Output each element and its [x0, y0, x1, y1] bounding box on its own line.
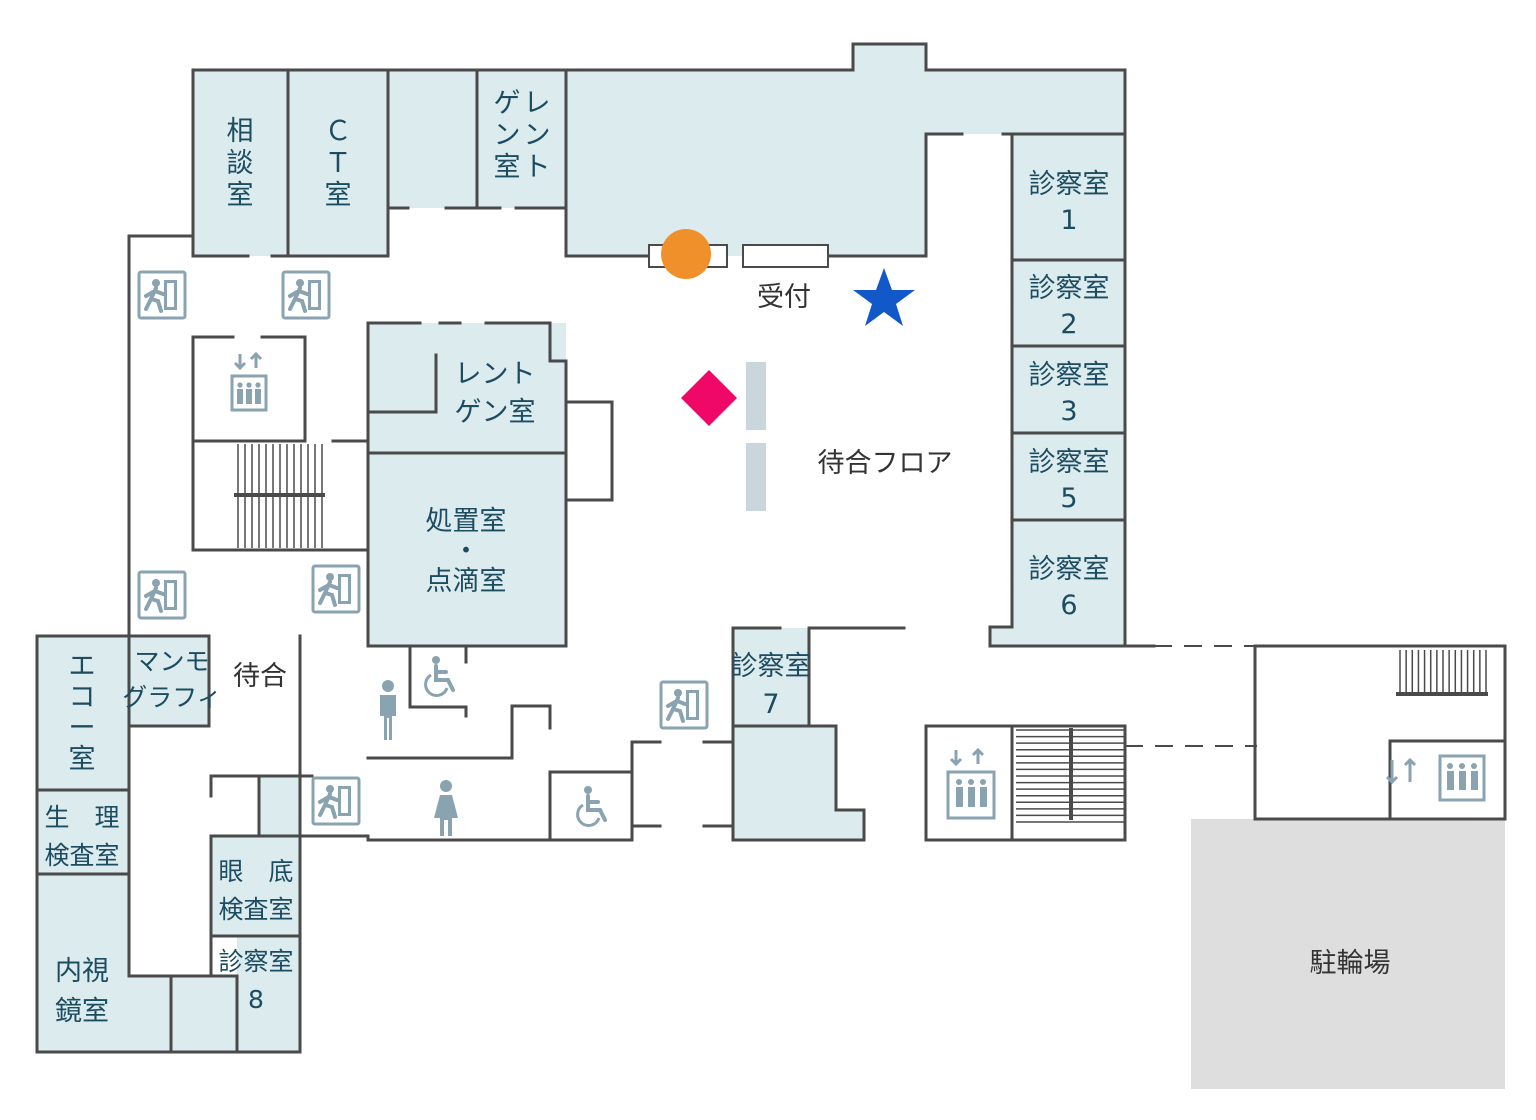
emergency-exit-icon [137, 570, 187, 620]
pink-diamond-marker [681, 370, 737, 426]
orange-location-marker [661, 229, 711, 279]
elevator-icon [946, 747, 996, 820]
elevator-icon [1385, 754, 1486, 802]
stairs-centre [1016, 728, 1124, 823]
bench-south [746, 443, 766, 511]
label-reception: 受付 [757, 282, 811, 313]
label-xray-top-col2: レント [524, 88, 551, 183]
label-waiting-small: 待合 [233, 661, 287, 692]
emergency-exit-icon [137, 270, 187, 320]
stairs-west [234, 444, 325, 548]
stairs-east [1396, 650, 1488, 696]
room-fills [37, 44, 1505, 1089]
label-treatment: 処置室・点滴室 [426, 506, 507, 597]
label-xray-mid: レントゲン室 [455, 359, 536, 428]
emergency-exit-icon [311, 776, 361, 826]
bench-north [746, 362, 766, 430]
wheelchair-icon [575, 784, 607, 828]
walls [35, 42, 1507, 1054]
wheelchair-icon [423, 654, 455, 698]
blue-star-marker [853, 268, 915, 326]
female-toilet-icon [434, 780, 458, 836]
male-toilet-icon [380, 680, 396, 740]
label-fundus: 眼 底検査室 [218, 857, 293, 924]
label-bicycle-parking: 駐輪場 [1310, 948, 1391, 979]
label-endoscopy: 内視鏡室 [55, 956, 109, 1027]
label-ct: ＣＴ室 [325, 116, 352, 211]
label-mammo: マンモグラフィ [122, 647, 222, 712]
label-echo: エコー室 [69, 651, 96, 775]
label-physio: 生 理検査室 [44, 803, 119, 870]
label-xray-top-col1: ゲン室 [494, 88, 521, 183]
emergency-exit-icon [281, 270, 331, 320]
label-waiting-floor: 待合フロア [818, 448, 953, 479]
emergency-exit-icon [311, 564, 361, 614]
label-consult: 相談室 [227, 116, 254, 211]
emergency-exit-icon [659, 680, 709, 730]
elevator-icon [230, 352, 268, 412]
